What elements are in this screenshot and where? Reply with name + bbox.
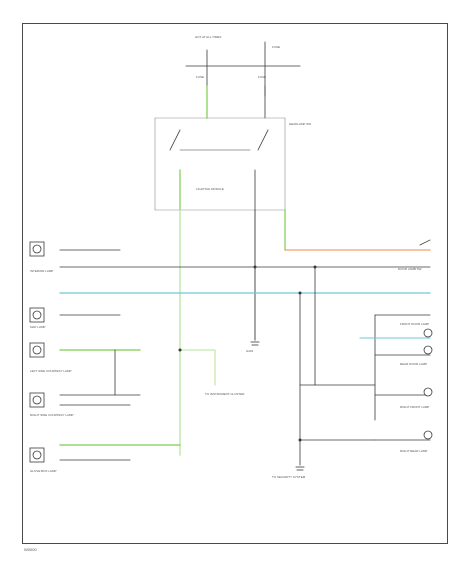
switch-block: [154, 117, 286, 211]
label-top-feed: HOT AT ALL TIMES: [195, 35, 221, 39]
footer-code: W0000: [24, 547, 37, 552]
label-ground-1: G201: [246, 349, 254, 353]
ground-symbols: [250, 341, 305, 471]
label-right-lamp-3: RIGHT FRONT LAMP: [400, 405, 429, 409]
label-fuse-top-right: FUSE: [272, 45, 280, 49]
label-right-switch: DOOR JAMB SW: [398, 267, 422, 271]
lamp-symbols: [29, 239, 433, 463]
label-module: LIGHTING MODULE: [196, 187, 224, 191]
top-feed: [185, 41, 301, 119]
label-right-lamp-1: FRONT DOOR LAMP: [400, 322, 429, 326]
label-splice-bottom: TO SECURITY SYSTEM: [272, 475, 306, 479]
label-lamp-5: GLOVE BOX LAMP: [30, 469, 57, 473]
label-lamp-3: LEFT SIDE COURTESY LAMP: [30, 369, 72, 373]
label-lamp-2: MAP LAMP: [30, 325, 45, 329]
label-right-lamp-4: RIGHT REAR LAMP: [400, 449, 427, 453]
label-block-right: HEADLAMP SW: [289, 122, 311, 126]
label-splice-center: TO INSTRUMENT CLUSTER: [205, 392, 245, 396]
diagram-frame: [22, 23, 448, 544]
label-lamp-1: INTERIOR LAMP: [30, 269, 53, 273]
label-right-lamp-2: REAR DOOR LAMP: [400, 362, 427, 366]
label-fuse-left: FUSE: [196, 75, 204, 79]
label-lamp-4: RIGHT SIDE COURTESY LAMP: [30, 413, 74, 417]
label-fuse-right: FUSE: [258, 75, 266, 79]
